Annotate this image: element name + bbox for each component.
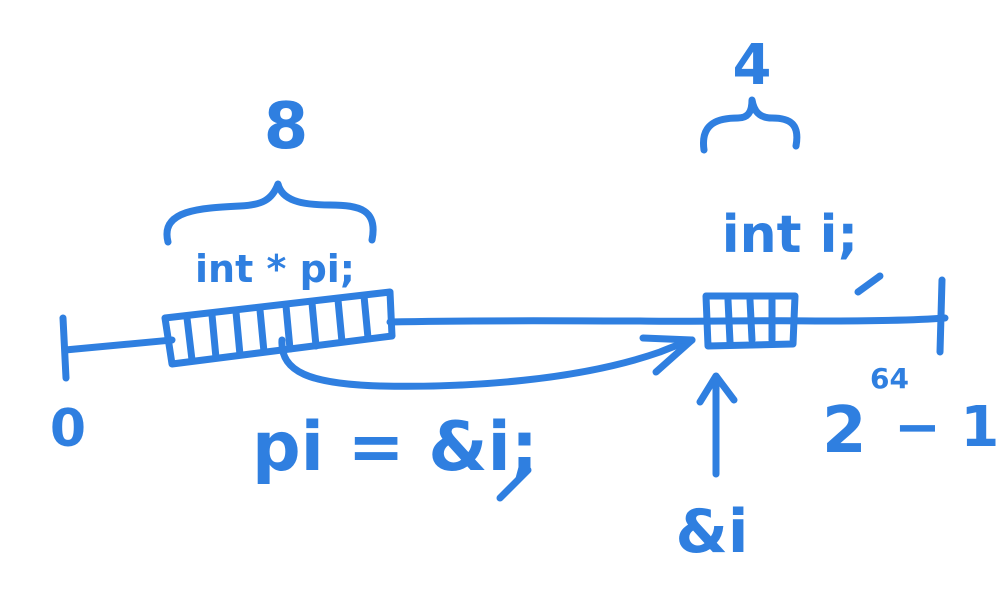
int-size-brace [700,96,801,154]
int-byte-dividers [724,296,776,346]
pointer-arrow-curve [278,336,696,390]
pointer-declaration-label: int * pi; [195,247,355,291]
int-byte-block [702,292,799,350]
address-end-base: 2 [822,394,867,468]
end-tick [936,276,946,356]
pointer-size-brace [163,180,377,246]
int-label-tail [854,272,884,296]
int-declaration-label: int i; [722,205,858,265]
address-of-arrow [696,372,738,478]
address-of-label: &i [676,497,749,567]
pointer-arrow-head [639,334,696,376]
pointer-byte-dividers [183,292,372,364]
start-tick [59,314,70,382]
assignment-label: pi = &i; [252,408,538,487]
assignment-tail [496,466,532,502]
memory-address-line [61,314,949,354]
address-start-label: 0 [50,399,86,459]
address-end-exponent: 64 [870,362,909,395]
pointer-byte-block [161,288,396,368]
pointer-size-label: 8 [264,90,309,164]
address-end-minus: − 1 [894,395,999,460]
int-size-label: 4 [733,33,772,98]
